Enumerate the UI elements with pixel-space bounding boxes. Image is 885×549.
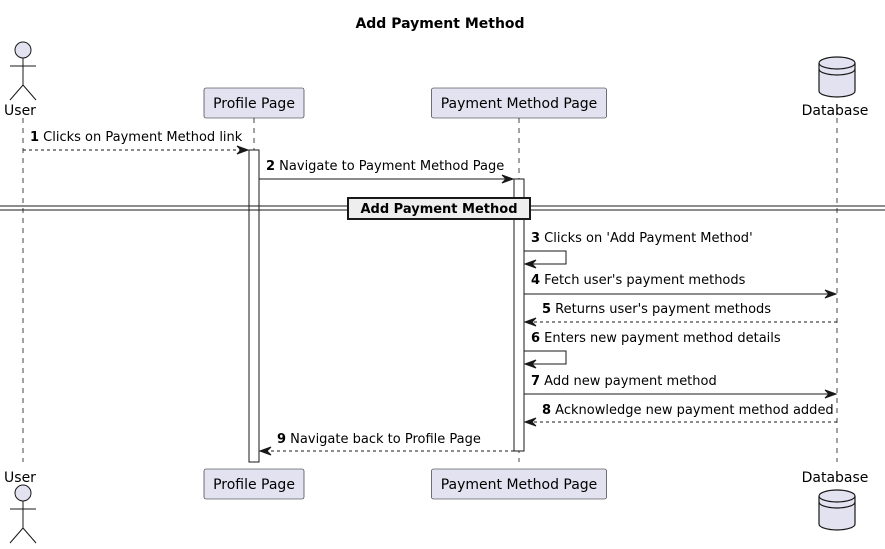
diagram-title: Add Payment Method [355,16,524,32]
participant-bottom-user: User [4,470,37,544]
actor-leg-left [9,527,24,544]
message-label: 5 Returns user's payment methods [542,302,771,317]
message-number: 7 [531,374,540,389]
participant-label: Profile Page [213,477,295,493]
divider-label: Add Payment Method [360,202,517,217]
participant-top-user: User [4,41,37,119]
message-3: 3 Clicks on 'Add Payment Method' [523,231,753,269]
message-arrow-head [523,259,537,269]
message-arrow-line [524,250,567,265]
message-arrow-head [824,289,838,299]
participant-label: Database [802,103,869,119]
message-7: 7 Add new payment method [524,374,838,399]
message-label: 4 Fetch user's payment methods [531,273,746,288]
participant-label: User [4,470,36,486]
message-arrow-head [258,446,272,456]
message-number: 9 [277,432,286,447]
activation-payment-method-page [513,178,525,452]
section-divider: Add Payment Method [0,197,885,220]
activation-profile-page [248,149,260,463]
message-number: 3 [531,231,540,246]
message-label: 8 Acknowledge new payment method added [542,403,834,418]
message-text: Navigate to Payment Method Page [275,159,504,174]
database-cylinder-body [818,496,856,531]
divider-label-box [347,197,531,220]
message-label: 3 Clicks on 'Add Payment Method' [531,231,753,246]
participant-bottom-profile: Profile Page [203,468,305,500]
database-cylinder-top [818,56,856,70]
participant-label: Payment Method Page [441,477,598,493]
actor-leg-right [22,84,37,101]
message-1: 1 Clicks on Payment Method link [23,130,250,155]
message-text: Acknowledge new payment method added [551,403,834,418]
message-text: Navigate back to Profile Page [286,432,481,447]
participant-label: Payment Method Page [441,96,598,112]
message-text: Clicks on 'Add Payment Method' [540,231,753,246]
participant-top-profile: Profile Page [203,87,305,119]
activation-bars [248,149,525,463]
message-arrow-head [824,389,838,399]
message-4: 4 Fetch user's payment methods [524,273,838,299]
message-label: 1 Clicks on Payment Method link [30,130,243,145]
message-5: 5 Returns user's payment methods [523,302,837,327]
database-cylinder-rim [818,68,856,76]
message-label: 9 Navigate back to Profile Page [277,432,481,447]
message-number: 8 [542,403,551,418]
participant-box [431,87,607,119]
participant-box [203,468,305,500]
message-6: 6 Enters new payment method details [523,331,781,369]
message-arrow-head [501,174,515,184]
participant-label: Profile Page [213,96,295,112]
messages: 1 Clicks on Payment Method link 2 Navigat… [23,130,838,456]
message-arrow-line [524,350,567,365]
actor-head [14,41,32,59]
participant-box [203,87,305,119]
message-9: 9 Navigate back to Profile Page [258,432,514,456]
message-arrow-head [523,417,537,427]
message-number: 1 [30,130,39,145]
message-number: 4 [531,273,540,288]
message-8: 8 Acknowledge new payment method added [523,403,837,427]
participant-top-payment: Payment Method Page [431,87,607,119]
participant-label: Database [802,470,869,486]
message-arrow-head [523,359,537,369]
participant-bottom-payment: Payment Method Page [431,468,607,500]
database-cylinder-top [818,489,856,503]
actor-leg-right [22,527,37,544]
message-arrow-head [236,145,250,155]
database-cylinder-rim [818,501,856,509]
message-number: 2 [266,159,275,174]
database-cylinder-body [818,63,856,98]
participant-bottom-database: Database [802,470,869,531]
actor-head [14,484,32,502]
participant-top-database: Database [802,56,869,119]
message-label: 6 Enters new payment method details [531,331,781,346]
message-text: Add new payment method [540,374,717,389]
message-text: Returns user's payment methods [551,302,771,317]
participant-box [431,468,607,500]
message-2: 2 Navigate to Payment Method Page [259,159,515,184]
message-number: 5 [542,302,551,317]
actor-leg-left [9,84,24,101]
message-text: Clicks on Payment Method link [39,130,243,145]
message-text: Fetch user's payment methods [540,273,746,288]
participant-label: User [4,103,36,119]
message-arrow-head [523,317,537,327]
message-text: Enters new payment method details [540,331,781,346]
message-number: 6 [531,331,540,346]
message-label: 2 Navigate to Payment Method Page [266,159,504,174]
message-label: 7 Add new payment method [531,374,717,389]
